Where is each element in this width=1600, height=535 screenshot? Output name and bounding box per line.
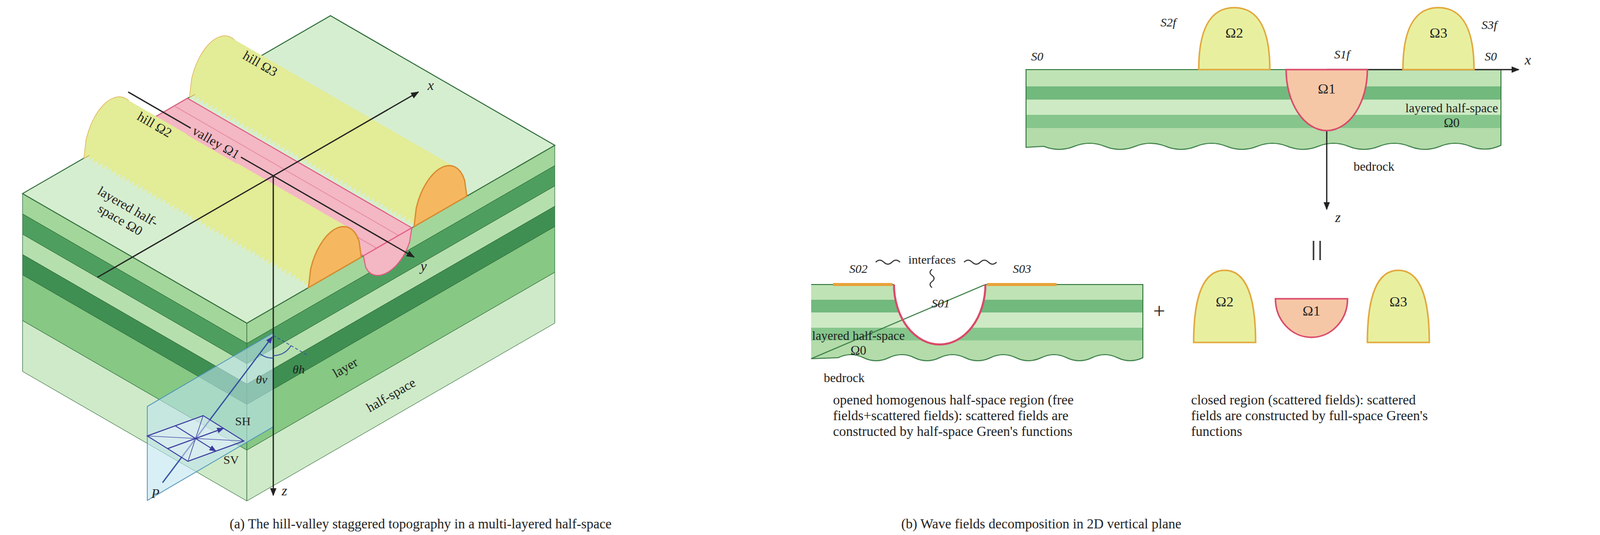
label: half-space bbox=[363, 374, 419, 415]
label: P bbox=[151, 486, 160, 502]
valley-region: Ω1 bbox=[1286, 69, 1368, 131]
label: layered half-space Ω0 bbox=[75, 176, 173, 250]
region-label: Ω2 bbox=[1216, 293, 1234, 310]
label: θh bbox=[292, 362, 305, 377]
label: S3f bbox=[1481, 18, 1498, 33]
soil-layer bbox=[807, 312, 1148, 328]
hill-region: Ω2 bbox=[1198, 7, 1270, 70]
label: hill Ω2 bbox=[134, 109, 175, 142]
soil-layer bbox=[1020, 86, 1509, 100]
caption: (b) Wave fields decomposition in 2D vert… bbox=[901, 516, 1181, 532]
hill-interface bbox=[833, 282, 893, 286]
hill-body bbox=[308, 226, 362, 288]
squiggle-leader bbox=[964, 260, 997, 265]
box-diagonal bbox=[187, 415, 204, 462]
label: layered half-space Ω0 bbox=[811, 328, 906, 359]
caption: + bbox=[1153, 298, 1166, 324]
label: bedrock bbox=[823, 370, 866, 386]
note-text: opened homogenous half-space region (fre… bbox=[833, 392, 1118, 440]
label: layered half-space Ω0 bbox=[1404, 101, 1499, 131]
label: S2f bbox=[1160, 15, 1177, 30]
label: θv bbox=[256, 372, 268, 388]
caption: (a) The hill-valley staggered topography… bbox=[229, 516, 612, 532]
label: S02 bbox=[849, 262, 868, 277]
label: S01 bbox=[931, 296, 950, 311]
hill-body bbox=[413, 165, 467, 227]
region-outline bbox=[1275, 298, 1348, 338]
soil-layer bbox=[1020, 114, 1509, 128]
label: S0 bbox=[1031, 49, 1044, 64]
x-axis bbox=[97, 91, 419, 278]
ground-surface bbox=[22, 15, 555, 324]
region-label: Ω3 bbox=[1429, 24, 1448, 42]
label: y bbox=[420, 258, 427, 275]
incidence-plane bbox=[147, 332, 274, 501]
region-label: Ω3 bbox=[1389, 293, 1408, 310]
note-text: closed region (scattered fields): scatte… bbox=[1191, 392, 1430, 440]
label: SH bbox=[235, 414, 251, 429]
label: z bbox=[1335, 209, 1341, 226]
hill-region: Ω2 bbox=[1193, 270, 1256, 343]
hill-near-cap bbox=[413, 165, 467, 227]
soil-layer bbox=[807, 299, 1148, 313]
region-outline bbox=[1402, 7, 1475, 70]
valley-interface bbox=[893, 284, 986, 345]
layered-band bbox=[1020, 66, 1509, 159]
region-label: Ω1 bbox=[1318, 80, 1336, 98]
valley-region: Ω1 bbox=[1275, 298, 1348, 338]
label: x bbox=[1524, 51, 1531, 69]
label: z bbox=[281, 482, 288, 499]
region-label: Ω2 bbox=[1225, 24, 1244, 42]
hill-region: Ω3 bbox=[1402, 7, 1475, 70]
region-outline bbox=[1193, 270, 1256, 343]
squiggle-leader bbox=[930, 269, 935, 288]
azimuth-line bbox=[273, 335, 309, 356]
label: hill Ω3 bbox=[240, 48, 281, 81]
layered-band bbox=[807, 281, 1148, 371]
label: S1f bbox=[1334, 47, 1351, 62]
angle-arc bbox=[273, 345, 292, 356]
angle-arc bbox=[259, 353, 274, 359]
label: layer bbox=[330, 354, 361, 381]
region-outline bbox=[1367, 270, 1430, 343]
incident-ray bbox=[162, 336, 273, 483]
equals-bar bbox=[1313, 240, 1315, 261]
label: interfaces bbox=[908, 252, 956, 268]
label: SV bbox=[223, 453, 240, 468]
label: bedrock bbox=[1353, 159, 1395, 175]
squiggle-leader bbox=[875, 260, 901, 265]
band-outline bbox=[811, 284, 1143, 361]
y-axis bbox=[128, 91, 414, 258]
equals-bar bbox=[1319, 240, 1322, 261]
region-shape bbox=[1286, 69, 1368, 131]
hill-region: Ω3 bbox=[1367, 270, 1430, 343]
hill-near-cap bbox=[308, 226, 362, 288]
label: S0 bbox=[1484, 49, 1497, 64]
topography-3d bbox=[22, 15, 555, 501]
label: S03 bbox=[1012, 262, 1032, 277]
region-label: Ω1 bbox=[1302, 302, 1321, 319]
label: valley Ω1 bbox=[186, 121, 245, 164]
region-outline bbox=[1286, 69, 1368, 131]
label: x bbox=[427, 77, 434, 94]
band-outline bbox=[1026, 69, 1501, 150]
hill-interface bbox=[986, 282, 1057, 286]
soil-layer-face bbox=[246, 272, 555, 501]
region-outline bbox=[1198, 7, 1270, 70]
